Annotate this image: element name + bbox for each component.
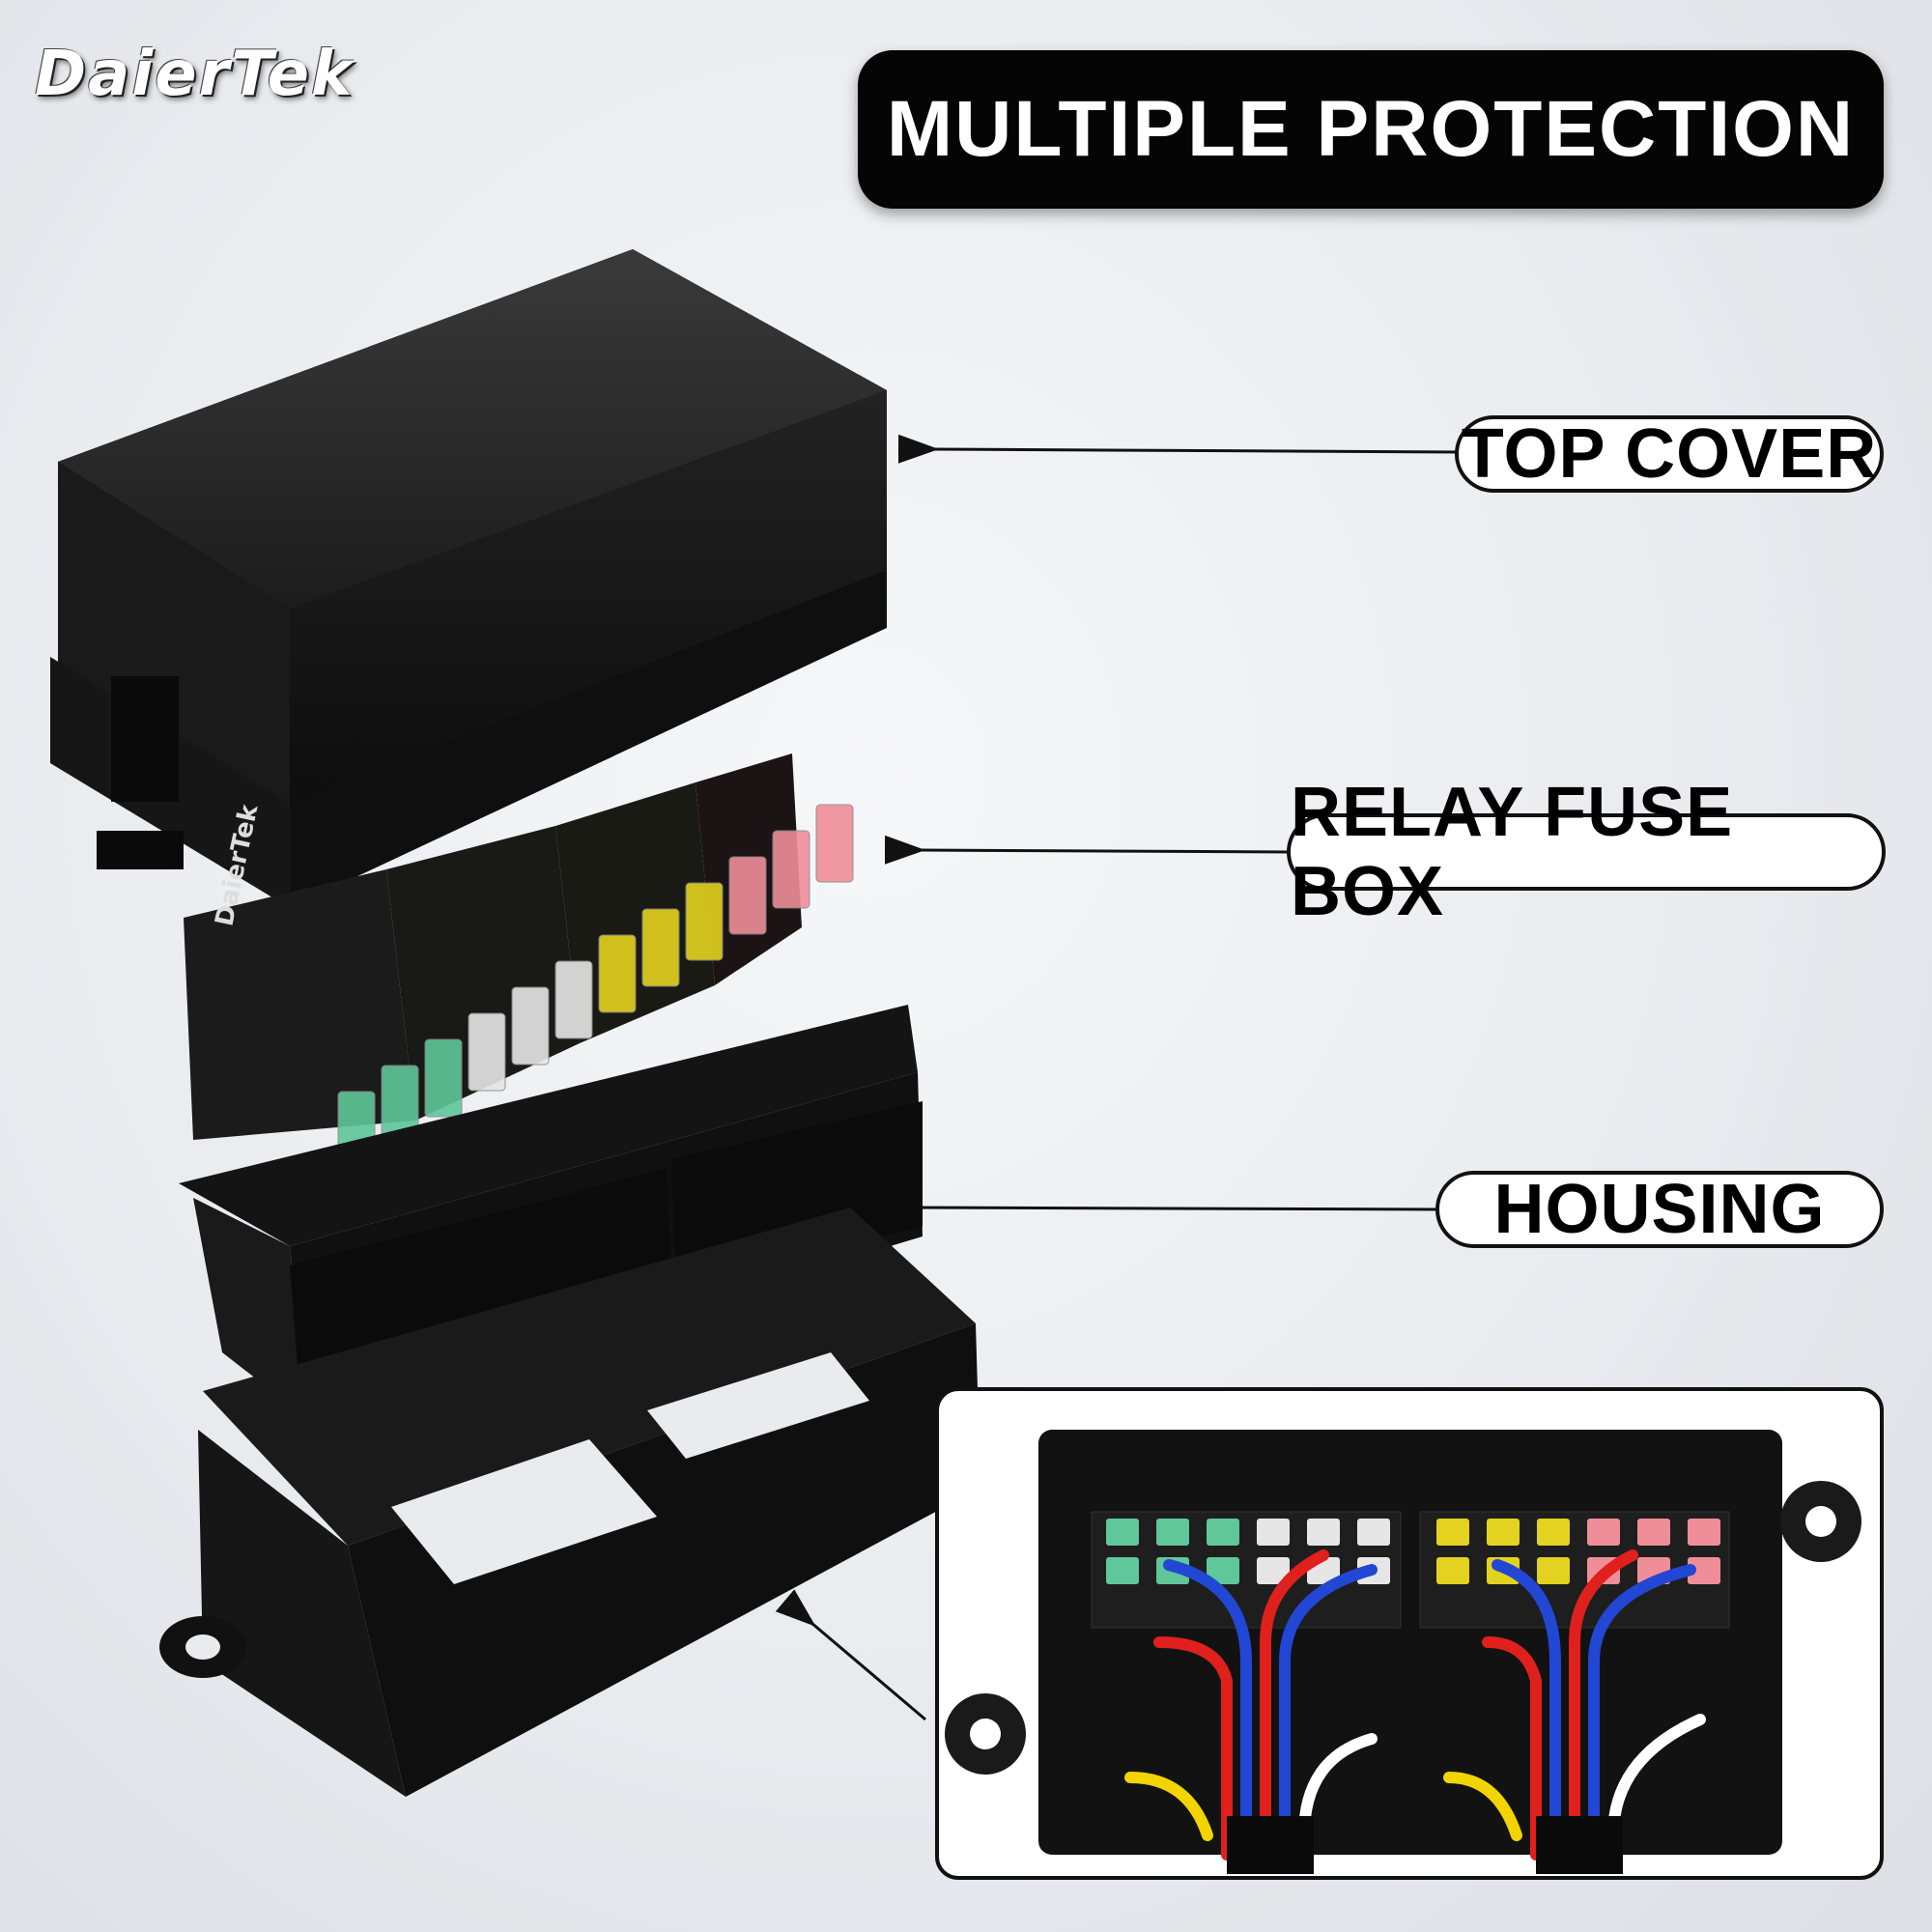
- title-banner: MULTIPLE PROTECTION: [858, 50, 1884, 209]
- top-cover-pointer: [897, 434, 1460, 464]
- brand-logo: DaierTek: [35, 39, 355, 110]
- housing: [159, 1208, 980, 1797]
- inset-fuse: [1207, 1557, 1239, 1584]
- top-cover: [50, 249, 887, 908]
- inset-fuse: [1487, 1519, 1520, 1546]
- inset-fuse: [1307, 1519, 1340, 1546]
- detail-inset: [935, 1387, 1884, 1880]
- page-title: MULTIPLE PROTECTION: [886, 85, 1856, 173]
- inset-fuse: [1688, 1519, 1720, 1546]
- inset-fuse: [1156, 1519, 1189, 1546]
- housing-label-text: HOUSING: [1493, 1171, 1826, 1248]
- inset-fuse: [1436, 1557, 1469, 1584]
- inset-wires: [1124, 1549, 1706, 1861]
- detail-pointer: [775, 1589, 926, 1721]
- inset-fuse: [1537, 1557, 1570, 1584]
- inset-fuse: [1637, 1519, 1670, 1546]
- fuse: [772, 830, 810, 909]
- inset-fuse: [1106, 1557, 1139, 1584]
- relay-fuse-box-pointer: [884, 835, 1292, 865]
- fuse: [424, 1038, 463, 1118]
- fuse: [554, 960, 593, 1039]
- inset-fuse: [1688, 1557, 1720, 1584]
- housing-label: HOUSING: [1435, 1171, 1884, 1248]
- top-cover-label-text: TOP COVER: [1461, 415, 1878, 493]
- fuse: [468, 1012, 506, 1092]
- top-cover-label: TOP COVER: [1455, 415, 1884, 493]
- fuse-row: [337, 804, 854, 1170]
- relay-fuse-box-label: RELAY FUSE BOX: [1287, 774, 1886, 930]
- inset-fuse: [1357, 1519, 1390, 1546]
- fuse: [685, 882, 724, 961]
- inset-fuse: [1537, 1519, 1570, 1546]
- relay-fuse-box-label-text: RELAY FUSE BOX: [1291, 774, 1734, 930]
- fuse: [598, 934, 637, 1013]
- housing-pointer: [874, 1192, 1440, 1222]
- inset-fuse: [1587, 1519, 1620, 1546]
- fuse: [511, 986, 550, 1065]
- inset-fuse: [1207, 1519, 1239, 1546]
- fuse: [641, 908, 680, 987]
- fuse: [728, 856, 767, 935]
- inset-fuse: [1106, 1519, 1139, 1546]
- inset-fuse: [1257, 1519, 1290, 1546]
- inset-fuse: [1257, 1557, 1290, 1584]
- fuse: [815, 804, 854, 883]
- inset-fuse: [1436, 1519, 1469, 1546]
